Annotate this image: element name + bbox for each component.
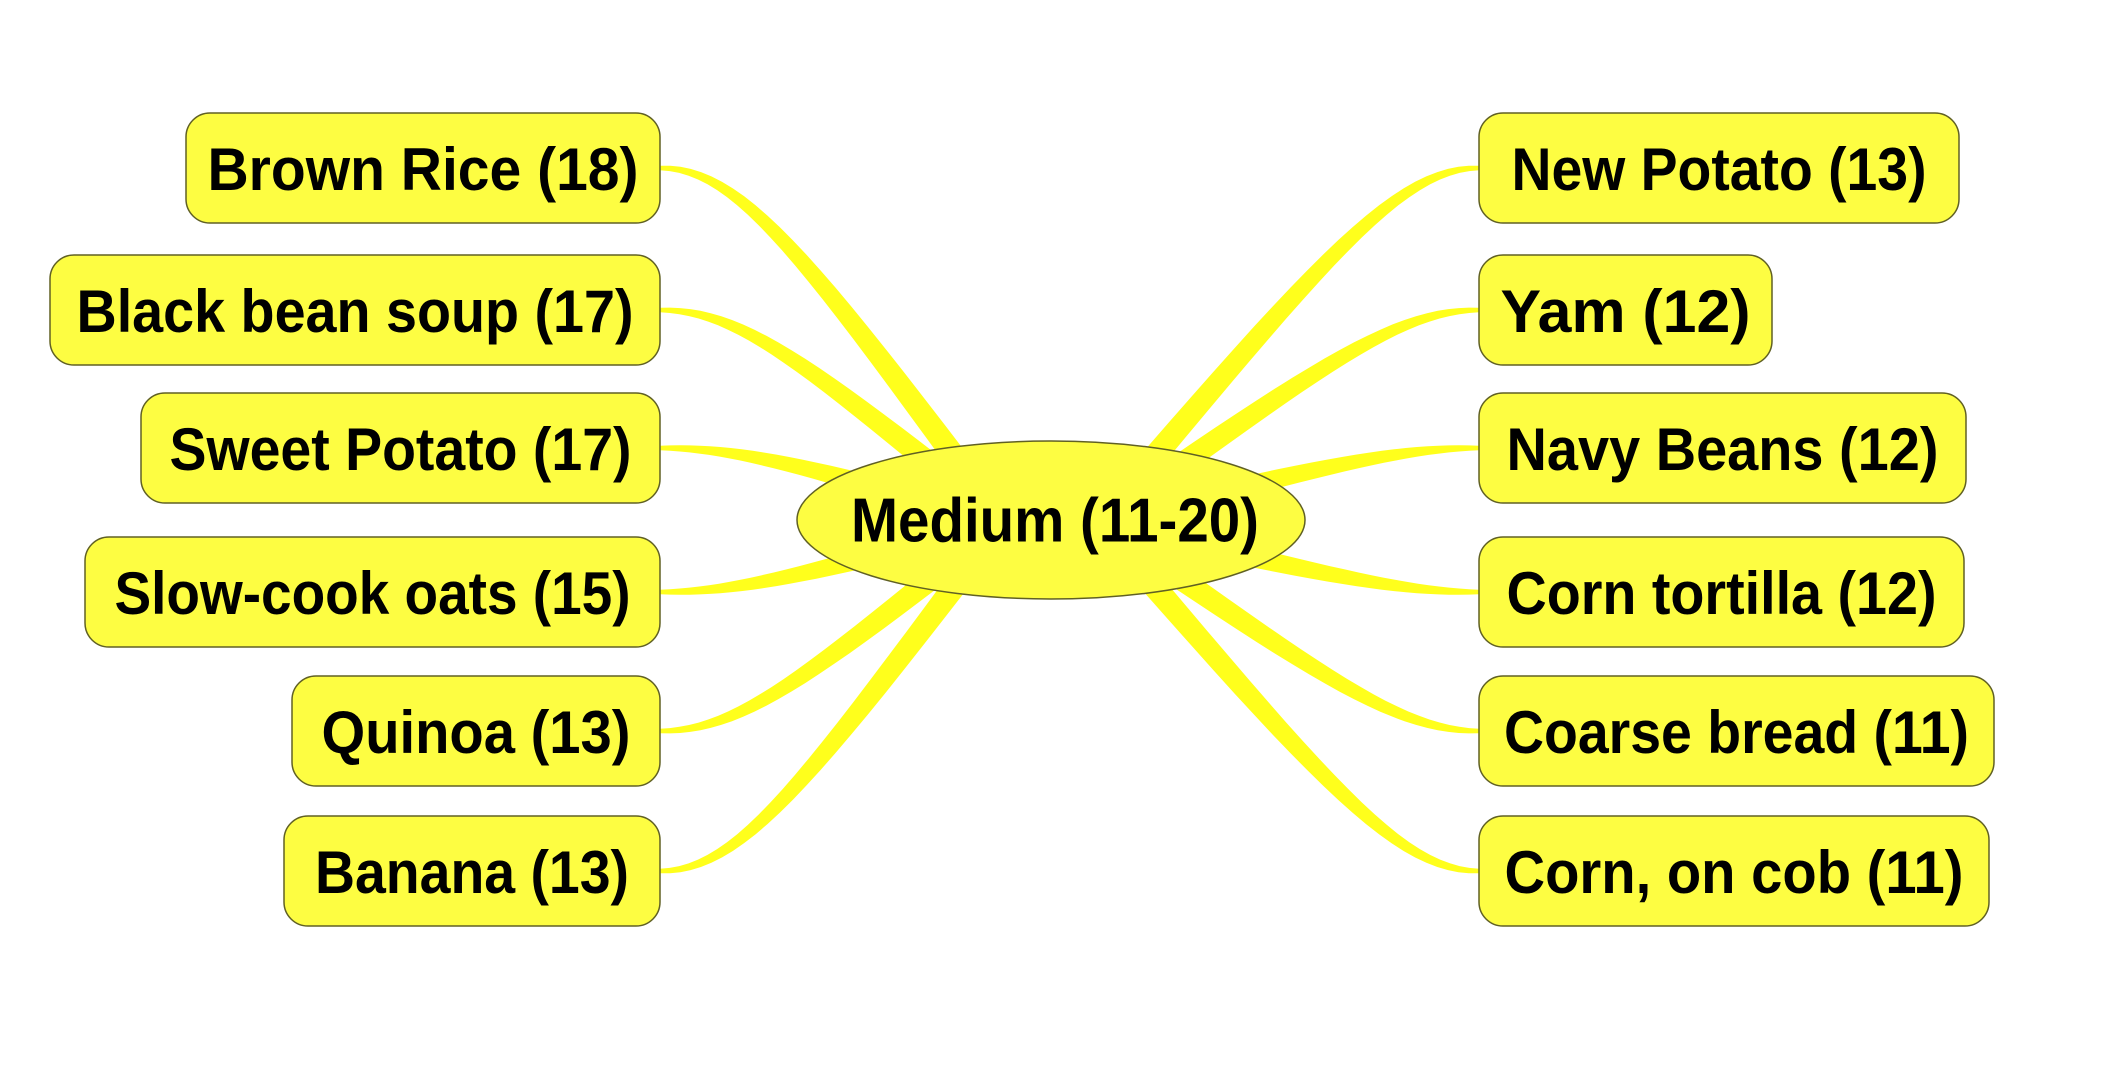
svg-text:Banana (13): Banana (13) <box>315 839 629 906</box>
svg-text:Coarse bread (11): Coarse bread (11) <box>1504 699 1969 766</box>
svg-text:Black bean soup (17): Black bean soup (17) <box>77 278 634 345</box>
svg-text:Medium (11-20): Medium (11-20) <box>851 487 1259 556</box>
svg-text:New Potato (13): New Potato (13) <box>1512 136 1927 203</box>
svg-text:Corn, on cob (11): Corn, on cob (11) <box>1505 839 1964 906</box>
svg-text:Quinoa (13): Quinoa (13) <box>322 699 631 766</box>
svg-text:Navy Beans (12): Navy Beans (12) <box>1507 416 1939 483</box>
svg-text:Corn tortilla (12): Corn tortilla (12) <box>1507 560 1937 627</box>
svg-text:Brown Rice (18): Brown Rice (18) <box>208 136 639 203</box>
svg-text:Slow-cook oats (15): Slow-cook oats (15) <box>115 560 631 627</box>
svg-text:Sweet Potato (17): Sweet Potato (17) <box>170 416 632 483</box>
svg-text:Yam (12): Yam (12) <box>1501 278 1751 345</box>
